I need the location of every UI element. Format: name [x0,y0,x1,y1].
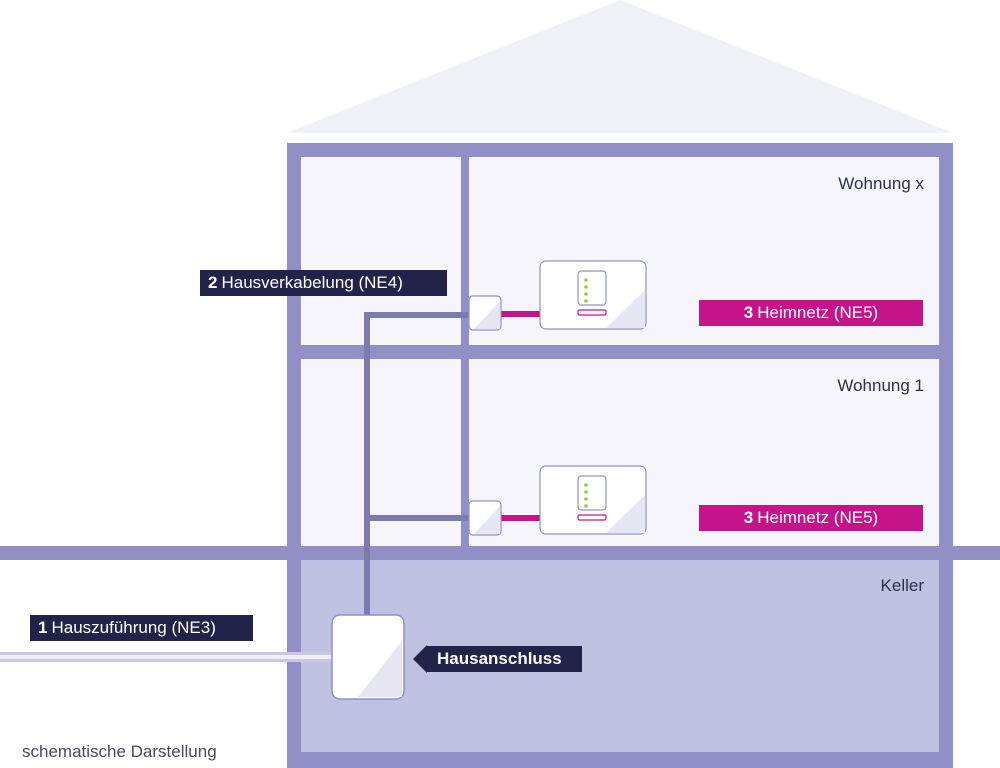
socket-middle [468,500,502,536]
label-hausanschluss-text: Hausanschluss [437,649,562,668]
room-label-keller: Keller [880,576,924,595]
label-hauszufuehrung-text: Hauszuführung (NE3) [51,618,216,637]
home-network-cable-middle [500,515,540,521]
label-hausverkabelung-text: Hausverkabelung (NE4) [221,273,403,292]
home-network-cable-top [500,311,540,317]
label-hausanschluss: Hausanschluss [427,646,582,672]
basement [301,560,939,752]
walls [287,143,953,768]
roof [287,0,953,133]
house-connection-box [331,614,405,700]
feed-line-inner [0,655,333,659]
room-label-wohnung-x: Wohnung x [838,174,924,193]
label-heimnetz-middle-text: Heimnetz (NE5) [757,508,879,527]
hausanschluss-arrow [413,645,427,673]
label-hausverkabelung-number: 2 [208,273,218,292]
label-heimnetz-top-number: 3 [743,303,754,322]
ground-line [0,546,1000,560]
router-top [539,260,647,330]
socket-top [468,295,502,331]
label-heimnetz-top-text: Heimnetz (NE5) [757,303,879,322]
label-hauszufuehrung-number: 1 [38,618,48,637]
diagram-caption: schematische Darstellung [22,742,217,761]
router-middle [539,465,647,535]
label-heimnetz-middle-number: 3 [743,508,754,527]
room-middle-left [301,359,461,546]
room-label-wohnung-1: Wohnung 1 [837,376,924,395]
house-cabling [364,312,470,617]
